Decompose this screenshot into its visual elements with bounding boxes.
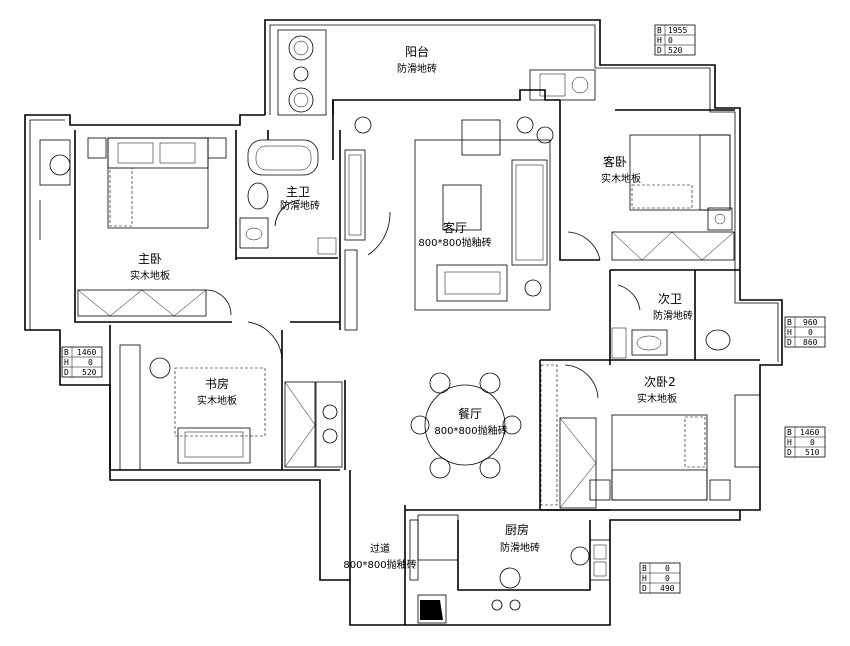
guest-bedroom-furniture (567, 134, 735, 261)
tag-value-d: 520 (82, 368, 97, 377)
second-bedroom-2-floor: 实木地板 (637, 392, 677, 405)
tag-key-d: D (64, 368, 69, 377)
guest-bedroom-floor: 实木地板 (601, 172, 641, 185)
tag-key-d: D (787, 338, 792, 347)
master-bedroom-name: 主卧 (138, 252, 162, 266)
second-bedroom-2-furniture (559, 364, 761, 509)
kitchen-name: 厨房 (505, 522, 529, 537)
tag-value-d: 520 (668, 46, 683, 55)
tag-value-h: 0 (88, 358, 93, 367)
tag-value-d: 860 (803, 338, 818, 347)
window-tag-top-right: B H D 1955 0 520 (657, 26, 687, 55)
dining-room-furniture (410, 364, 558, 506)
tag-key-b: B (787, 428, 792, 437)
internal-walls (74, 89, 760, 625)
second-bath-floor: 防滑地砖 (653, 309, 693, 322)
tag-value-h: 0 (808, 328, 813, 337)
tag-value-h: 0 (668, 36, 673, 45)
window-tag-left: B H D 1460 0 520 (64, 348, 97, 377)
outer-walls (24, 19, 783, 626)
tag-key-h: H (657, 36, 662, 45)
tag-key-h: H (642, 574, 647, 583)
window-tag-right-middle: B H D 1460 0 510 (787, 428, 820, 457)
master-bedroom-floor: 实木地板 (130, 269, 170, 282)
tag-value-b: 960 (803, 318, 818, 327)
corridor-floor: 800*800抛釉砖 (343, 558, 416, 571)
tag-key-b: B (657, 26, 662, 35)
master-bath-floor: 防滑地砖 (280, 199, 320, 212)
window-tags: B H D 1955 0 520 B H D 960 0 860 B H D 1… (64, 26, 820, 593)
tag-value-d: 490 (660, 584, 675, 593)
master-bath-fixtures (239, 139, 337, 255)
tag-value-h: 0 (810, 438, 815, 447)
second-bath-fixtures (611, 284, 731, 359)
master-bath-name: 主卫 (286, 185, 310, 199)
tag-value-b: 1460 (800, 428, 819, 437)
study-furniture (119, 321, 343, 471)
kitchen-floor: 防滑地砖 (500, 541, 540, 554)
tag-value-b: 0 (665, 564, 670, 573)
dining-room-name: 餐厅 (458, 406, 482, 421)
tag-value-b: 1460 (77, 348, 96, 357)
study-floor: 实木地板 (197, 394, 237, 407)
dining-room-floor: 800*800抛釉砖 (434, 424, 507, 437)
tag-value-d: 510 (805, 448, 820, 457)
tag-key-h: H (787, 328, 792, 337)
tag-key-h: H (64, 358, 69, 367)
guest-bedroom-name: 客卧 (603, 154, 627, 169)
living-room-name: 客厅 (443, 220, 467, 235)
tag-key-h: H (787, 438, 792, 447)
kitchen-fixtures (409, 514, 611, 624)
living-room-floor: 800*800抛釉砖 (418, 236, 491, 249)
tag-key-d: D (657, 46, 662, 55)
study-name: 书房 (205, 376, 229, 391)
room-labels: 阳台 防滑地砖 主卧 实木地板 主卫 防滑地砖 客厅 800*800抛釉砖 客卧… (130, 44, 693, 571)
second-bedroom-2-name: 次卧2 (644, 375, 676, 389)
window-tag-right-upper: B H D 960 0 860 (787, 318, 818, 347)
corridor-name: 过道 (370, 542, 390, 555)
tag-key-b: B (642, 564, 647, 573)
second-bath-name: 次卫 (658, 292, 682, 306)
tag-key-d: D (642, 584, 647, 593)
tag-key-b: B (787, 318, 792, 327)
balcony-name: 阳台 (405, 44, 429, 59)
window-tag-bottom-right: B H D 0 0 490 (642, 564, 675, 593)
tag-key-d: D (787, 448, 792, 457)
balcony-furniture (277, 29, 596, 116)
tag-value-h: 0 (665, 574, 670, 583)
window-tag-boxes (61, 24, 826, 594)
master-bedroom-furniture (39, 137, 232, 317)
living-room-furniture (344, 116, 554, 331)
tag-value-b: 1955 (668, 26, 687, 35)
balcony-floor: 防滑地砖 (397, 62, 437, 75)
tag-key-b: B (64, 348, 69, 357)
